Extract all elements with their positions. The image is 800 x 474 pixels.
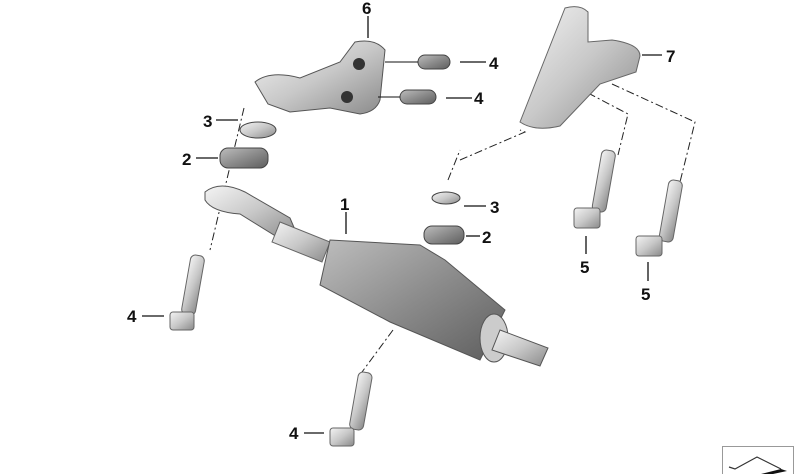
part-2-ring-right: [423, 225, 465, 245]
callout-7: 7: [666, 47, 676, 66]
callout-5-left: 5: [580, 258, 590, 277]
callout-1: 1: [340, 195, 350, 214]
callout-4-top: 4: [489, 54, 499, 73]
callout-2-right: 2: [482, 228, 492, 247]
callout-2-left: 2: [182, 150, 192, 169]
callout-3-left: 3: [203, 112, 213, 131]
bolts: [169, 149, 683, 447]
catalog-reference-icon: [722, 446, 794, 474]
part-7-bracket: [519, 6, 641, 129]
part-1-damper-body: [319, 239, 549, 367]
part-6-bracket: [254, 40, 386, 115]
callout-6: 6: [362, 0, 372, 18]
callout-4-left: 4: [127, 307, 137, 326]
callout-3-right: 3: [490, 198, 500, 217]
part-3-spacer-left: [239, 121, 277, 139]
callout-5-right: 5: [641, 285, 651, 304]
part-3-spacer-right: [431, 191, 461, 205]
callout-4-second: 4: [474, 89, 484, 108]
leader-lines: [142, 16, 662, 434]
assembly-axis-lines: [209, 83, 696, 373]
callout-4-bottom: 4: [289, 424, 299, 443]
part-2-ring-left: [219, 147, 269, 169]
